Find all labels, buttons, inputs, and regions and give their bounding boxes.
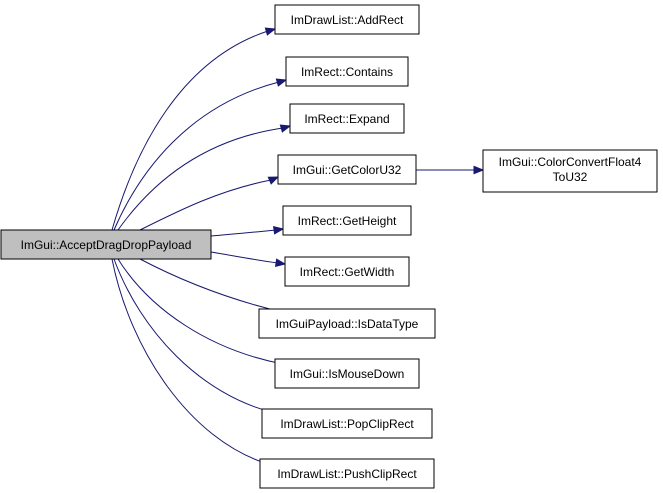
node-pushcliprect[interactable]: ImDrawList::PushClipRect <box>259 458 435 489</box>
node-root-box <box>0 229 212 260</box>
node-getwidth-label: ImRect::GetWidth <box>300 265 395 279</box>
edge-to-getcoloru32 <box>139 179 272 231</box>
node-root[interactable]: ImGui::AcceptDragDropPayload <box>0 229 212 260</box>
node-ismousedown-box <box>274 358 420 389</box>
node-isdatatype[interactable]: ImGuiPayload::IsDataType <box>258 308 436 339</box>
edge-to-pushcliprect <box>111 258 269 465</box>
node-colorconvert-label-line2: ToU32 <box>553 170 588 184</box>
edge-to-expand-arrowhead <box>279 124 292 133</box>
node-getwidth[interactable]: ImRect::GetWidth <box>284 256 410 287</box>
edge-to-getcoloru32-arrowhead <box>267 176 280 185</box>
edge-to-getheight-arrowhead <box>272 226 285 235</box>
edge-to-addrect <box>111 30 269 231</box>
edge-to-getheight <box>210 229 277 237</box>
node-colorconvert[interactable]: ImGui::ColorConvertFloat4 ToU32 <box>482 149 658 193</box>
node-expand[interactable]: ImRect::Expand <box>289 103 405 134</box>
node-pushcliprect-label: ImDrawList::PushClipRect <box>277 467 417 481</box>
node-isdatatype-box <box>258 308 436 339</box>
node-popcliprect-box <box>261 408 433 439</box>
edge-to-expand <box>117 127 284 231</box>
edge-to-colorconvert-arrowhead <box>473 165 485 175</box>
node-expand-box <box>289 103 405 134</box>
node-popcliprect-label: ImDrawList::PopClipRect <box>280 417 414 431</box>
node-colorconvert-label-line1: ImGui::ColorConvertFloat4 <box>499 155 642 169</box>
node-root-label: ImGui::AcceptDragDropPayload <box>21 238 192 252</box>
node-addrect-box <box>274 4 420 35</box>
node-getheight[interactable]: ImRect::GetHeight <box>282 205 412 236</box>
edge-to-getwidth-arrowhead <box>274 258 287 267</box>
edge-to-getwidth <box>210 251 279 264</box>
call-nodes: ImGui::AcceptDragDropPayload ImDrawList:… <box>0 4 658 489</box>
node-contains-box <box>285 56 409 87</box>
node-colorconvert-box <box>482 149 658 193</box>
edge-to-ismousedown <box>117 258 284 365</box>
edge-to-addrect-arrowhead <box>264 27 277 36</box>
node-addrect-label: ImDrawList::AddRect <box>291 13 404 27</box>
edge-to-contains <box>113 81 280 231</box>
node-expand-label: ImRect::Expand <box>304 112 389 126</box>
node-getcoloru32-box <box>277 154 417 185</box>
edge-to-contains-arrowhead <box>275 78 288 87</box>
node-getcoloru32[interactable]: ImGui::GetColorU32 <box>277 154 417 185</box>
node-ismousedown[interactable]: ImGui::IsMouseDown <box>274 358 420 389</box>
node-popcliprect[interactable]: ImDrawList::PopClipRect <box>261 408 433 439</box>
node-getheight-label: ImRect::GetHeight <box>298 214 397 228</box>
node-contains-label: ImRect::Contains <box>301 65 393 79</box>
node-getheight-box <box>282 205 412 236</box>
node-isdatatype-label: ImGuiPayload::IsDataType <box>276 317 419 331</box>
node-addrect[interactable]: ImDrawList::AddRect <box>274 4 420 35</box>
edge-to-isdatatype <box>139 258 287 314</box>
node-pushcliprect-box <box>259 458 435 489</box>
node-getwidth-box <box>284 256 410 287</box>
node-ismousedown-label: ImGui::IsMouseDown <box>290 367 405 381</box>
edge-to-popcliprect <box>113 258 276 414</box>
node-getcoloru32-label: ImGui::GetColorU32 <box>293 163 402 177</box>
node-contains[interactable]: ImRect::Contains <box>285 56 409 87</box>
